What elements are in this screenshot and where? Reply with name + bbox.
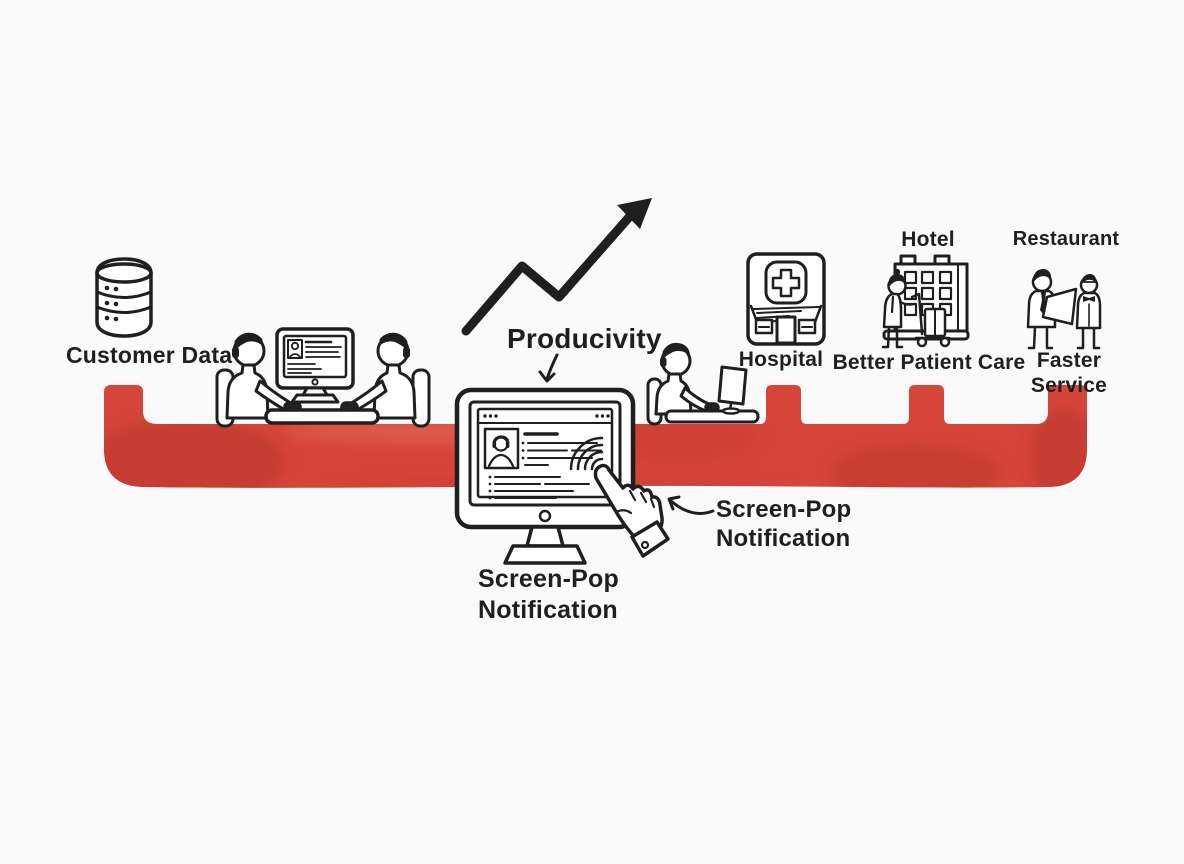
call-center-agents-icon [215, 327, 431, 428]
productivity-down-arrow-icon [538, 353, 559, 383]
screen-pop-monitor-icon [454, 387, 636, 565]
trend-arrow-icon [461, 198, 652, 336]
faster-service-label: Faster Service [1030, 349, 1108, 397]
hotel-label: Hotel [901, 228, 955, 251]
hospital-label: Hospital [738, 348, 824, 371]
hotel-icon [881, 254, 970, 349]
callout-arrow-icon [667, 495, 715, 515]
restaurant-label: Restaurant [1012, 228, 1120, 250]
better-patient-care-label: Better Patient Care [832, 351, 1026, 374]
pointing-hand-icon [569, 436, 670, 558]
restaurant-icon [1026, 269, 1102, 350]
single-agent-desk-icon [646, 342, 760, 426]
hospital-icon [746, 252, 826, 346]
productivity-label: Producivity [507, 323, 662, 354]
screen-pop-label-callout: Screen-Pop Notification [716, 496, 852, 553]
customer-data-label: Customer Data [66, 342, 233, 368]
database-icon [95, 257, 153, 338]
screen-pop-label-main: Screen-Pop Notification [478, 565, 619, 624]
